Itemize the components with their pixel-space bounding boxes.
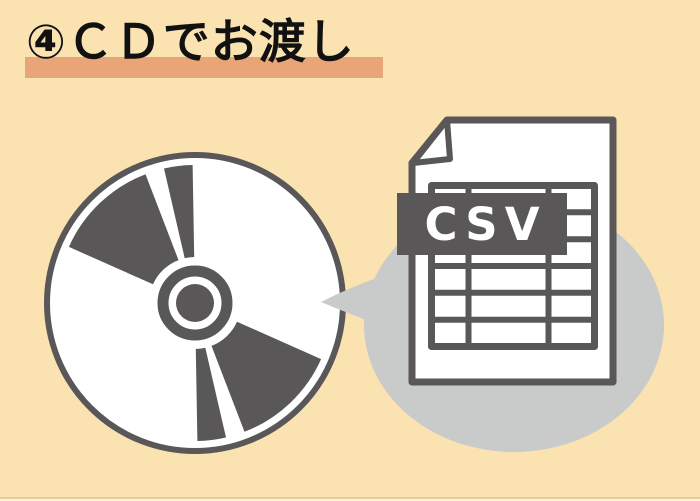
bottom-edge-highlight	[0, 499, 700, 501]
cd-sector-upper-left	[68, 174, 179, 285]
csv-file-badge: CSV	[397, 193, 567, 255]
cd-disc-icon	[44, 152, 346, 454]
cd-hub-hole	[176, 284, 214, 322]
title-highlight-bar	[25, 57, 383, 78]
csv-file-badge-label: CSV	[424, 197, 547, 251]
page-title: ④ＣＤでお渡し	[26, 15, 355, 70]
cd-sector-top-sliver	[164, 165, 195, 259]
cd-sector-bottom-sliver	[195, 347, 226, 441]
bottom-edge-line	[0, 497, 700, 499]
folded-corner	[410, 117, 453, 166]
cd-sector-lower-right	[211, 321, 322, 432]
